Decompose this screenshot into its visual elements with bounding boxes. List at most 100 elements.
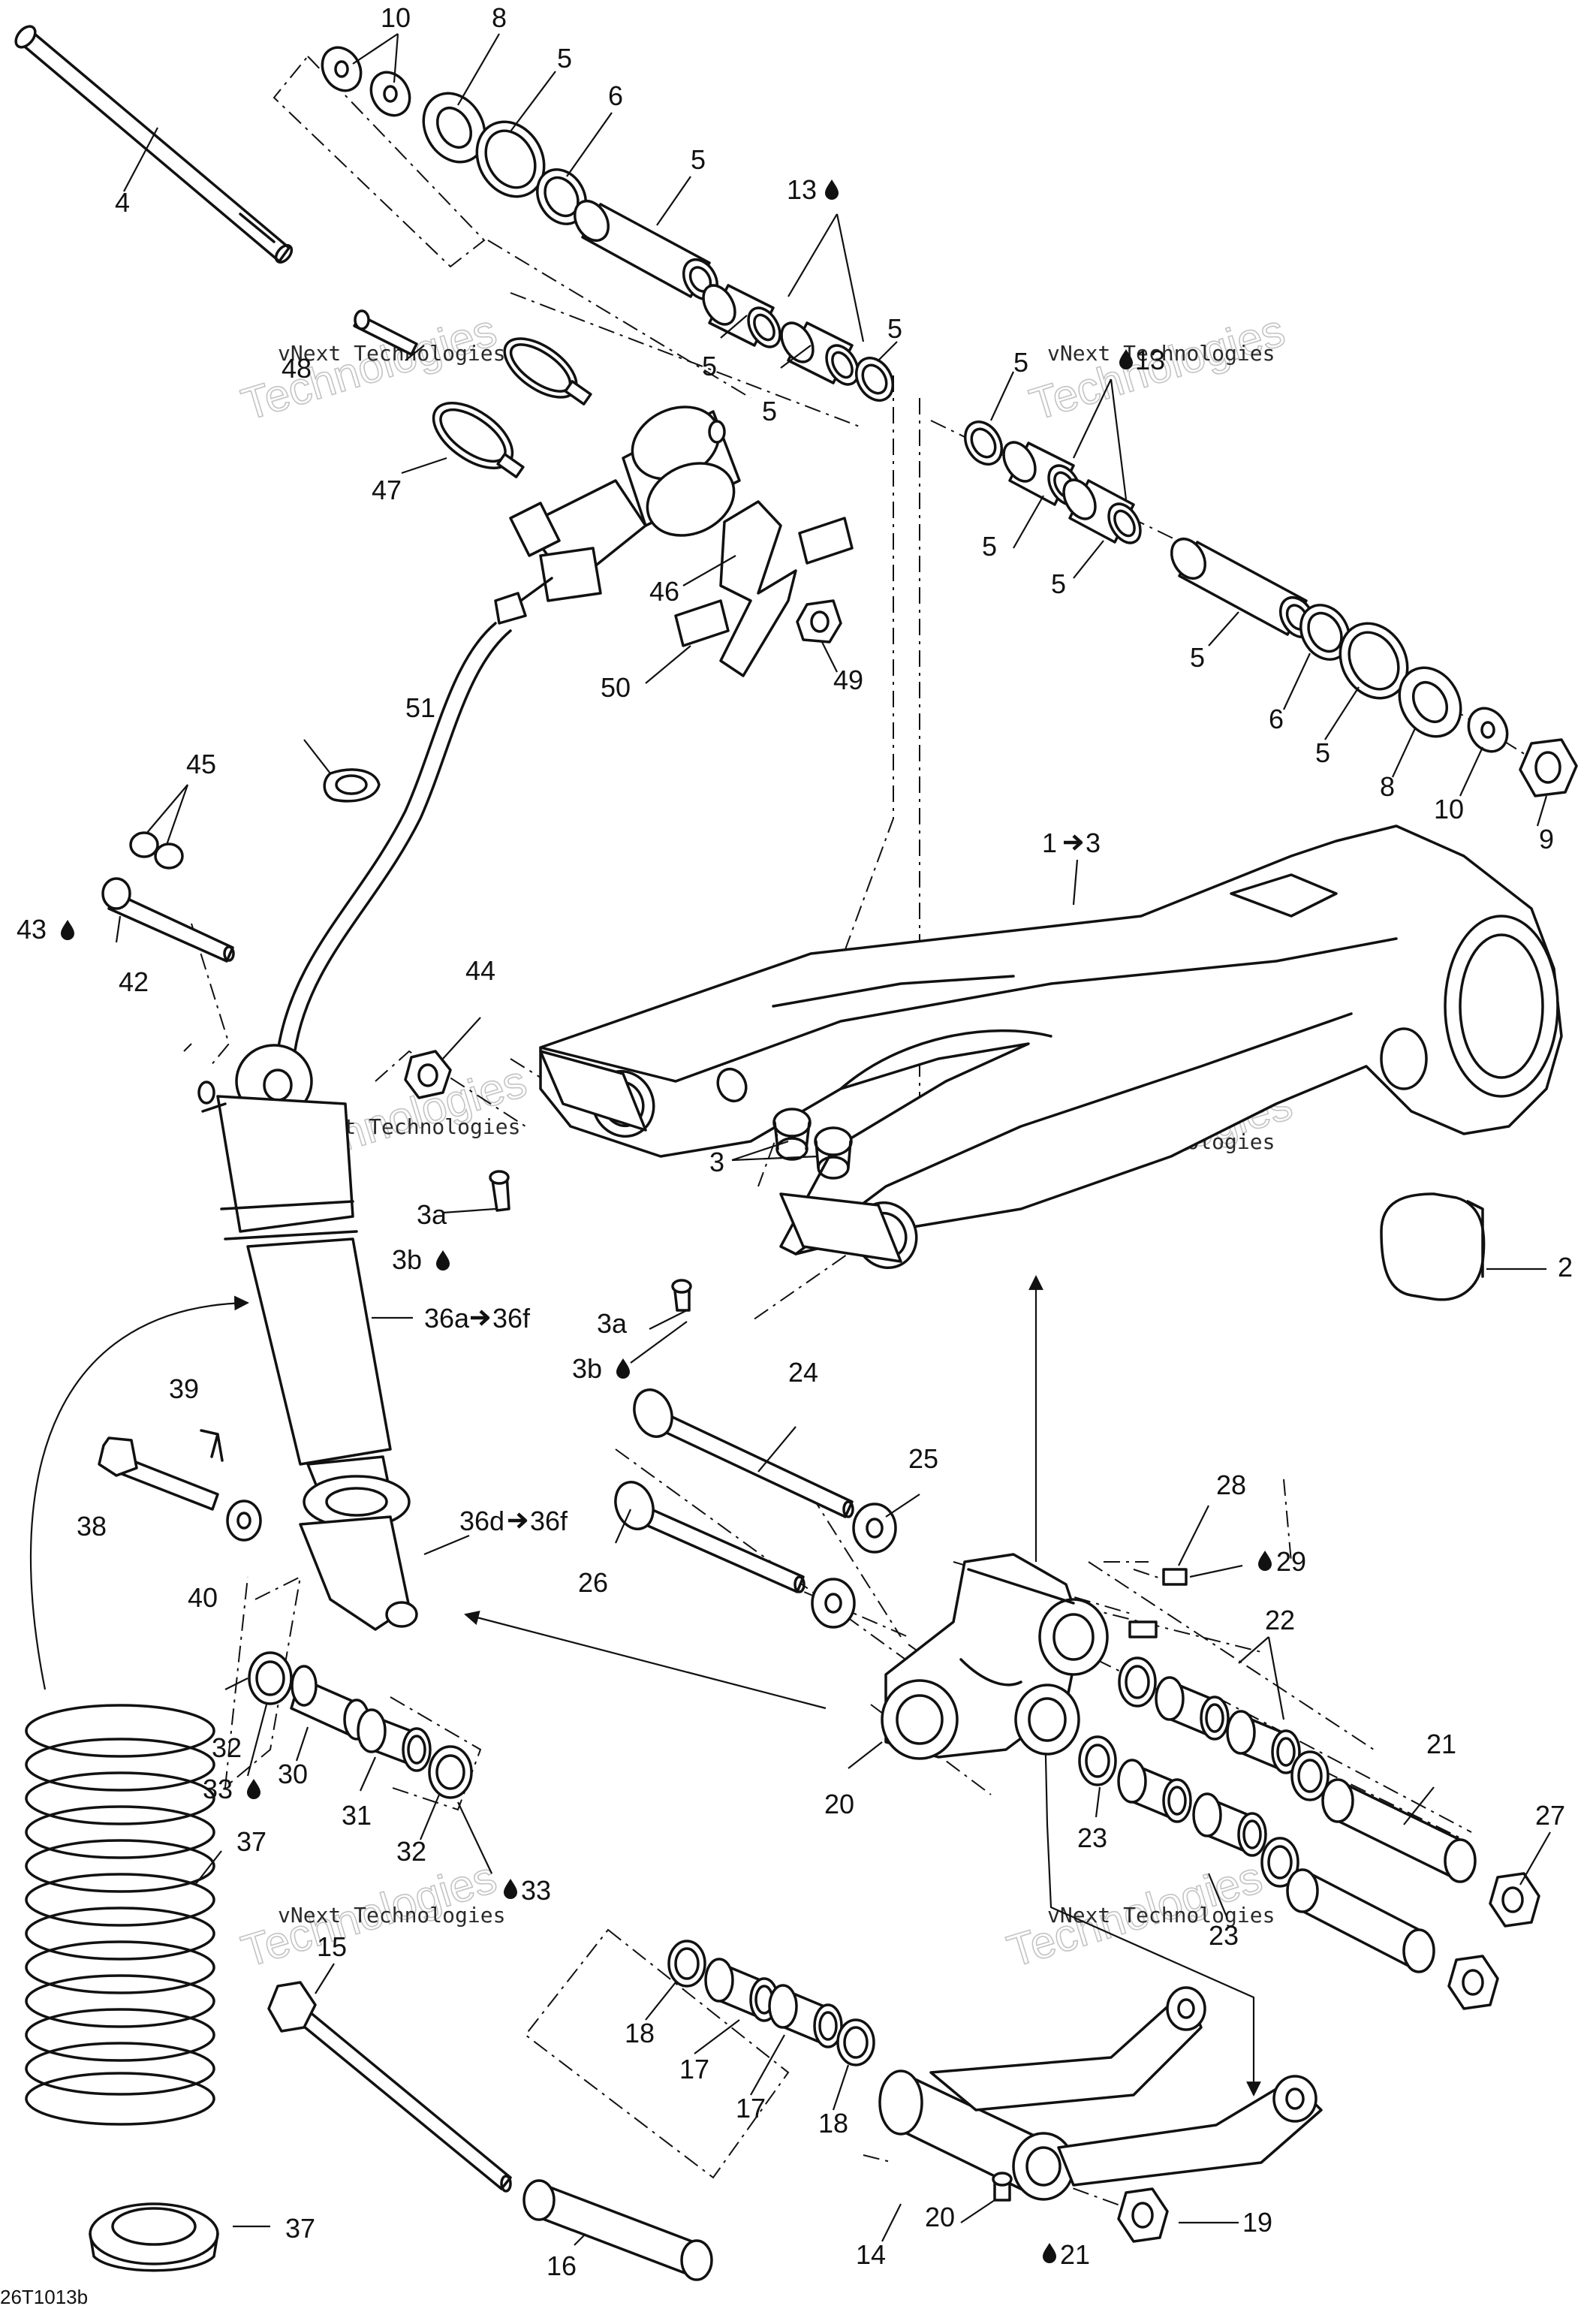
sleeve-part-5-right [1170,538,1316,638]
callout-3a-left: 3a [417,1199,447,1230]
callout-50: 50 [601,672,631,703]
callout-37: 37 [236,1826,267,1857]
callout-6-d: 5 [1051,568,1066,599]
right-arrow-icon [471,1311,488,1325]
right-arrow-icon [1064,836,1081,849]
ring-part-7-right [964,421,1003,466]
hose-part [276,622,512,1057]
sleeve-part-23 [1286,1778,1477,1973]
cap-part-2 [1380,1192,1486,1301]
callout-16: 16 [547,2250,577,2281]
oring-part-45 [129,831,184,870]
callout-23: 21 [1426,1729,1456,1759]
callout-25-b: 23 [1209,1920,1239,1951]
svg-text:36f: 36f [492,1303,531,1334]
fitting-part-3a-left [489,1170,510,1212]
callout-5: 5 [691,144,706,175]
callout-35-right: 33 [504,1875,551,1906]
callout-36a-to-36f: 36a 36f [424,1303,531,1334]
bearing-part-17 [704,1958,843,2048]
right-arrow-icon [508,1514,525,1527]
callout-13-top: 13 [787,174,839,205]
callout-31: 29 [1258,1546,1306,1577]
nut-part-19 [1117,2187,1169,2243]
callout-8: 6 [608,80,623,111]
callout-6-c: 5 [982,531,997,562]
callout-45: 45 [186,749,216,779]
callout-2: 2 [1558,1252,1573,1283]
callout-24: 22 [1265,1605,1295,1635]
clamp-part-48 [503,337,592,405]
callout-10: 8 [492,2,507,33]
callout-13-right: 13 [1119,345,1165,375]
pin-part-42 [101,877,235,963]
callout-3b-left: 3b [392,1244,450,1275]
bolt-part-39 [98,1436,219,1511]
svg-text:36f: 36f [530,1506,568,1536]
svg-text:13: 13 [1135,345,1165,375]
callout-51: 51 [405,692,435,723]
cotter-part-40 [200,1429,224,1462]
callout-34-right: 32 [396,1836,426,1867]
oil-drop-icon [61,920,74,940]
oil-drop-icon [247,1779,260,1799]
ring-part-34-right [428,1745,473,1799]
oil-drop-icon [436,1250,450,1271]
seat-part-38 [89,2202,219,2272]
svg-text:33: 33 [521,1875,551,1906]
svg-text:29: 29 [1276,1546,1306,1577]
svg-text:vNext Technologies: vNext Technologies [1047,1903,1275,1928]
callout-7-right: 5 [1013,347,1028,378]
callout-3a-right: 3a [597,1308,628,1339]
callout-9-right: 5 [1315,737,1330,768]
leader-lines [115,33,1551,2246]
callout-30: 28 [1216,1470,1246,1500]
svg-text:36a: 36a [424,1303,470,1334]
seal-part-9-top [475,120,546,198]
callout-14: 14 [856,2239,886,2270]
washer-part-41 [226,1500,262,1542]
spring-part-37 [25,1704,215,2126]
callout-6-a: 5 [702,351,717,381]
washer-part-10-right [1398,666,1462,738]
callout-40: 39 [169,1373,199,1404]
svg-text:21: 21 [1060,2239,1090,2270]
callout-labels: 10 8 5 6 5 4 13 5 5 5 5 13 5 5 5 6 5 8 1… [17,2,1573,2281]
callout-7-top: 5 [887,313,902,344]
callout-9: 5 [557,43,572,74]
svg-text:vNext Technologies: vNext Technologies [278,1903,505,1928]
callout-22: 20 [824,1789,854,1819]
callout-46: 46 [649,576,679,607]
shock-absorber-part-36 [197,1044,418,1631]
callout-17-a: 17 [679,2054,709,2084]
reservoir-part [494,405,741,625]
callout-41: 40 [188,1582,218,1613]
bearing-part-33 [357,1708,432,1772]
callout-12: 10 [381,2,411,33]
sleeve-part-16 [522,2179,713,2281]
callout-47: 47 [372,475,402,505]
svg-text:36d: 36d [459,1506,504,1536]
oil-drop-icon [1043,2243,1056,2263]
watermark-5: Technologies vNext Technologies [235,1851,505,1977]
figure-code: 26T1013b [0,2286,88,2308]
callout-15: 15 [317,1931,347,1962]
callout-49: 49 [833,665,863,695]
callout-1-to-3: 1 3 [1042,827,1101,858]
washer-part-10-top [422,92,486,164]
clamp-part-47 [432,401,525,478]
svg-text:43: 43 [17,914,47,945]
callout-43: 43 [17,914,74,945]
bolt-part-26 [633,1388,854,1518]
bearing-part-6-top [702,284,860,386]
rocker-part-22 [881,1553,1109,1760]
washer-part-27 [852,1503,897,1554]
ring-part-34-left [248,1651,293,1705]
callout-27: 25 [908,1443,938,1474]
ring-part-25-right [1260,1750,1329,1888]
washer-part-12-right [1467,707,1509,753]
screw-part-48 [353,309,418,356]
oil-drop-icon [616,1358,630,1379]
callout-17-b: 17 [736,2093,766,2124]
